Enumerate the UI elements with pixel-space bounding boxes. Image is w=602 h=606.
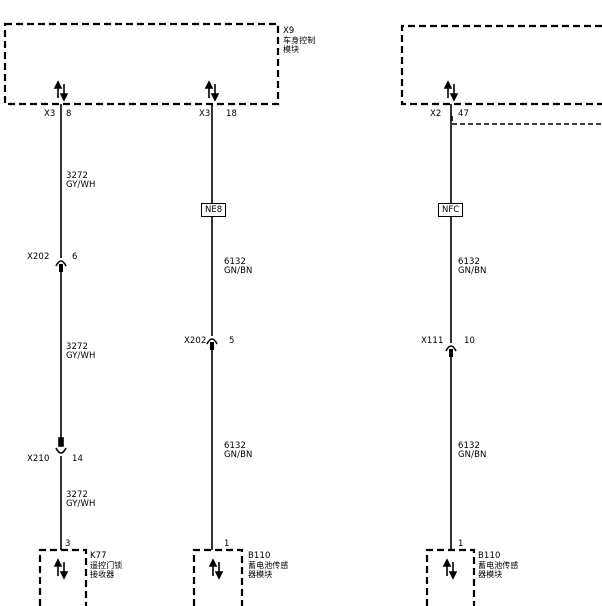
wire-a [55,104,67,550]
wire-b-circuit-2: 6132 [224,441,247,451]
connector-x2-outline [451,116,602,125]
inline-x202-b-name: X202 [184,336,207,346]
inline-x202-a-pin: 6 [72,252,78,262]
inline-x111-name: X111 [421,336,444,346]
component-b110-a-name-2: 器模块 [248,570,273,579]
component-k77-name-1: 遥控门锁 [90,561,123,570]
component-k77-box [38,548,88,606]
wire-b-color-2: GN/BN [224,450,253,460]
wire-c-circuit-1: 6132 [458,257,481,267]
wire-c-color-2: GN/BN [458,450,487,460]
wire-a-color-2: GY/WH [66,351,96,361]
bidirectional-arrow-icon [53,80,69,102]
wire-a-circuit-3: 3272 [66,490,89,500]
component-b110-a-ref: B110 [248,551,271,561]
inline-x210-pin: 14 [72,454,84,464]
terminal-mark [449,349,453,357]
wire-a-color-1: GY/WH [66,180,96,190]
component-b110-b-ref: B110 [478,551,501,561]
wire-c-circuit-2: 6132 [458,441,481,451]
connector-x3-b-name: X3 [199,109,211,119]
connector-x3-a-name: X3 [44,109,56,119]
splice-ne8: NE8 [201,203,227,217]
connector-x3-b-pin: 18 [226,109,238,119]
component-b110-a-box [192,548,244,606]
bidirectional-arrow-icon [442,558,458,580]
component-b110-b-name-1: 蓄电池传感 [478,561,519,570]
component-b110-b-box [425,548,476,606]
terminal-mark [59,264,63,272]
wire-a-circuit-2: 3272 [66,342,89,352]
component-b110-a-name-1: 蓄电池传感 [248,561,289,570]
wire-a-circuit-1: 3272 [66,171,89,181]
splice-nfc: NFC [438,203,464,217]
bidirectional-arrow-icon [443,80,459,102]
wire-c [445,104,457,550]
inline-x210-name: X210 [27,454,50,464]
component-b110-b-name-2: 器模块 [478,570,503,579]
bidirectional-arrow-icon [208,558,224,580]
inline-x202-a-name: X202 [27,252,50,262]
connector-x3-a-pin: 8 [66,109,72,119]
component-k77-ref: K77 [90,551,107,561]
bidirectional-arrow-icon [53,558,69,580]
component-k77-pin: 3 [65,539,71,549]
connector-x2-name: X2 [430,109,442,119]
wire-b-color-1: GN/BN [224,266,253,276]
module-x9-name-2: 模块 [283,45,300,54]
component-b110-b-pin: 1 [458,539,464,549]
component-k77-name-2: 接收器 [90,570,115,579]
module-right-box [400,24,602,106]
module-x9-name-1: 车身控制 [283,36,316,45]
module-x9-box [3,22,280,106]
inline-x202-b-pin: 5 [229,336,235,346]
component-b110-a-pin: 1 [224,539,230,549]
bidirectional-arrow-icon [204,80,220,102]
terminal-mark [210,342,214,350]
wire-c-color-1: GN/BN [458,266,487,276]
wire-a-color-3: GY/WH [66,499,96,509]
wire-b [206,104,218,550]
wire-b-circuit-1: 6132 [224,257,247,267]
inline-x111-pin: 10 [464,336,476,346]
module-x9-ref: X9 [283,26,295,36]
connector-x2-pin: 47 [458,109,470,119]
